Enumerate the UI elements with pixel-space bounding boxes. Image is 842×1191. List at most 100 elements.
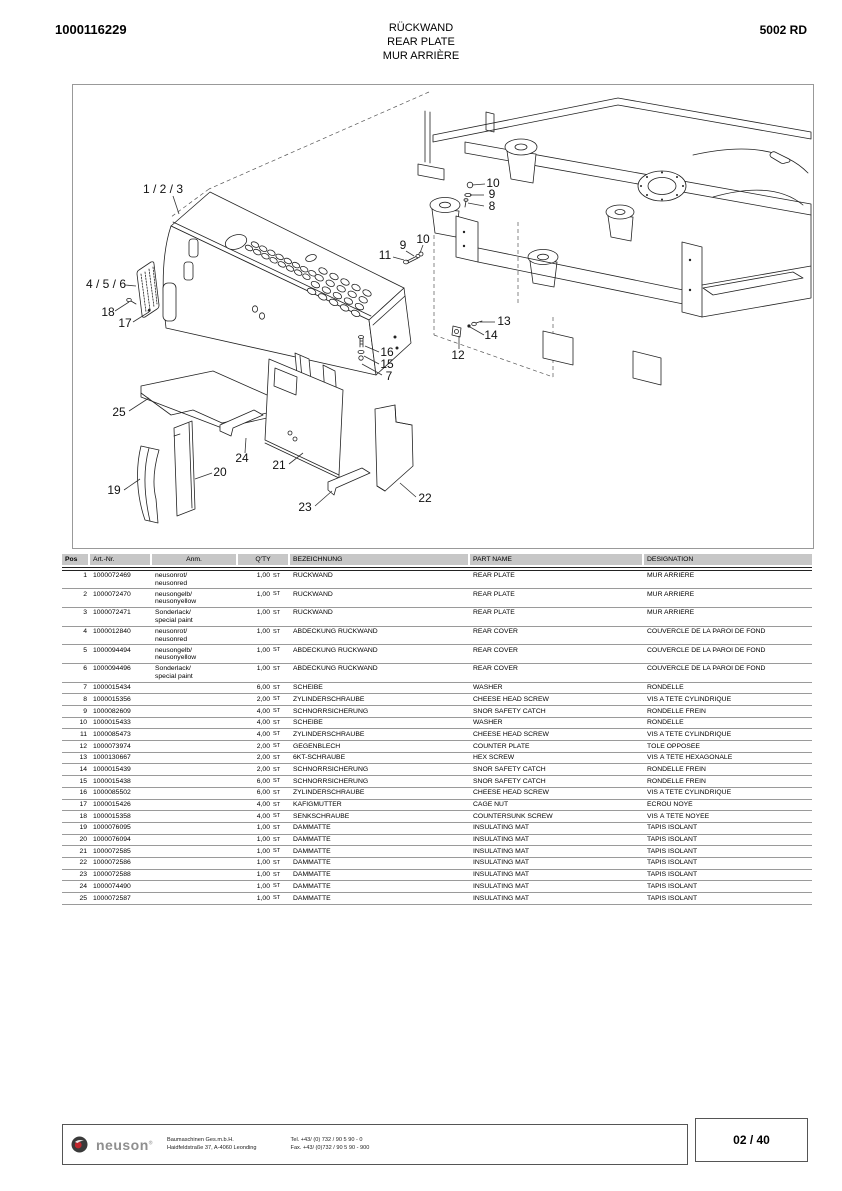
callout-labels: 1 / 2 / 34 / 5 / 61817109810911131412161… <box>86 176 511 514</box>
fastener-hardware <box>126 181 483 361</box>
projection-lines <box>170 91 554 378</box>
cell-partname: INSULATING MAT <box>473 859 530 867</box>
cell-pos: 11 <box>79 730 87 738</box>
cell-pos: 8 <box>83 695 87 703</box>
cell-pos: 21 <box>79 847 87 855</box>
cell-bezeichnung: DÄMMATTE <box>293 859 331 867</box>
cell-bezeichnung: GEGENBLECH <box>293 742 341 750</box>
cell-bezeichnung: ZYLINDERSCHRAUBE <box>293 730 365 738</box>
cell-designation: TAPIS ISOLANT <box>647 882 698 890</box>
svg-text:13: 13 <box>497 314 511 328</box>
cell-partname: CHEESE HEAD SCREW <box>473 789 549 797</box>
cell-partname: SNOR SAFETY CATCH <box>473 765 546 773</box>
cell-designation: TAPIS ISOLANT <box>647 871 698 879</box>
cell-bezeichnung: SCHNORRSICHERUNG <box>293 777 369 785</box>
cell-designation: TÔLE OPPOSÉE <box>647 742 700 750</box>
svg-text:7: 7 <box>386 369 393 383</box>
cell-artnr: 1000072471 <box>93 609 131 617</box>
svg-text:14: 14 <box>484 328 498 342</box>
cell-bezeichnung: ZYLINDERSCHRAUBE <box>293 695 365 703</box>
cell-artnr: 1000072470 <box>93 590 131 598</box>
top-vent-band <box>244 241 317 280</box>
cell-artnr: 1000076095 <box>93 824 131 832</box>
svg-text:1 / 2 / 3: 1 / 2 / 3 <box>143 182 183 196</box>
cell-artnr: 1000094494 <box>93 646 131 654</box>
svg-text:10: 10 <box>416 232 430 246</box>
cell-artnr: 1000094496 <box>93 665 131 673</box>
svg-text:11: 11 <box>379 248 392 262</box>
page-number: 02 / 40 <box>695 1118 808 1162</box>
svg-text:17: 17 <box>118 316 132 330</box>
grille-plate <box>136 261 160 318</box>
cell-designation: RONDELLE <box>647 684 684 692</box>
cell-bezeichnung: SCHNORRSICHERUNG <box>293 765 369 773</box>
cell-bezeichnung: SENKSCHRAUBE <box>293 812 350 820</box>
cell-pos: 18 <box>79 812 87 820</box>
table-row: 2 1000072470 neusongelb/ neusonyellow 1,… <box>62 589 812 608</box>
rear-plate <box>162 191 412 420</box>
insulating-mats <box>137 358 414 524</box>
cell-partname: REAR COVER <box>473 665 518 673</box>
cell-pos: 23 <box>79 871 87 879</box>
cell-pos: 19 <box>79 824 87 832</box>
cell-partname: REAR PLATE <box>473 609 515 617</box>
cell-designation: MUR ARRIÈRE <box>647 590 695 598</box>
cell-designation: RONDELLE FREIN <box>647 707 706 715</box>
cell-designation: RONDELLE FREIN <box>647 765 706 773</box>
cell-anm: Sonderlack/ special paint <box>155 609 193 624</box>
cell-pos: 3 <box>83 609 87 617</box>
svg-text:24: 24 <box>235 451 249 465</box>
cell-artnr: 1000015358 <box>93 812 131 820</box>
page-title: RÜCKWAND REAR PLATE MUR ARRIÈRE <box>0 21 842 63</box>
plate-code: 5002 RD <box>759 23 807 37</box>
svg-text:10: 10 <box>486 176 500 190</box>
cell-artnr: 1000012840 <box>93 628 131 636</box>
cell-pos: 16 <box>79 789 87 797</box>
top-vent-cluster <box>306 267 372 318</box>
cell-anm: neusonrot/ neusonred <box>155 628 188 643</box>
svg-text:21: 21 <box>272 458 286 472</box>
cell-partname: INSULATING MAT <box>473 836 530 844</box>
cell-pos: 10 <box>79 719 87 727</box>
cell-partname: CHEESE HEAD SCREW <box>473 730 549 738</box>
svg-text:8: 8 <box>489 199 496 213</box>
cell-pos: 7 <box>83 684 87 692</box>
cell-anm: neusonrot/ neusonred <box>155 572 188 587</box>
cell-designation: MUR ARRIÈRE <box>647 572 695 579</box>
cell-bezeichnung: ABDECKUNG RÜCKWAND <box>293 646 378 654</box>
cell-pos: 15 <box>79 777 87 785</box>
col-bezeichnung: BEZEICHNUNG <box>290 554 468 565</box>
cell-bezeichnung: DÄMMATTE <box>293 824 331 832</box>
cell-partname: CHEESE HEAD SCREW <box>473 695 549 703</box>
col-pos: Pos <box>62 554 88 565</box>
cell-designation: TAPIS ISOLANT <box>647 836 698 844</box>
cell-bezeichnung: DÄMMATTE <box>293 836 331 844</box>
cell-bezeichnung: ZYLINDERSCHRAUBE <box>293 789 365 797</box>
header-rule <box>62 567 812 571</box>
svg-text:9: 9 <box>400 238 407 252</box>
cell-designation: COUVERCLE DE LA PAROI DE FOND <box>647 628 766 636</box>
cell-bezeichnung: 6KT-SCHRAUBE <box>293 754 346 762</box>
